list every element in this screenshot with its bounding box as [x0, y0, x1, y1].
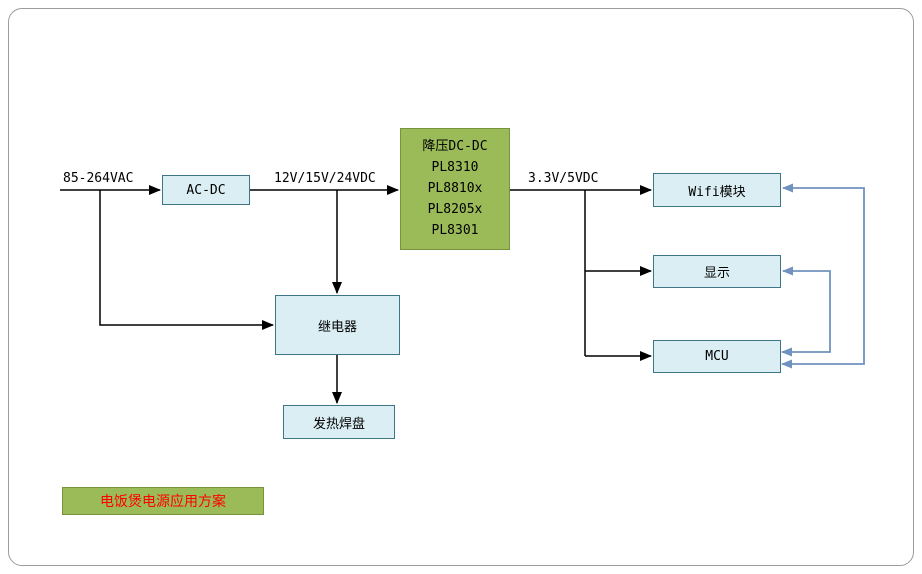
node-display-label: 显示	[703, 266, 730, 281]
connector-ac-to-relay	[99, 190, 274, 330]
node-wifi-label: Wifi模块	[688, 184, 746, 200]
node-relay: 继电器	[275, 295, 400, 355]
diagram-caption: 电饭煲电源应用方案	[62, 487, 264, 515]
node-dcdc-buck: 降压DC-DC PL8310 PL8810x PL8205x PL8301	[400, 128, 510, 250]
node-heating-pad: 发热焊盘	[283, 405, 395, 439]
node-dcdc-part: PL8205x	[427, 202, 483, 218]
label-input-voltage: 85-264VAC	[63, 171, 134, 186]
node-relay-label: 继电器	[317, 319, 357, 335]
diagram-caption-text: 电饭煲电源应用方案	[100, 494, 226, 510]
node-heating-pad-label: 发热焊盘	[312, 416, 365, 432]
label-acdc-output: 12V/15V/24VDC	[274, 171, 376, 186]
node-dcdc-part: PL8810x	[427, 181, 483, 197]
connector-mcu-wifi-feedback	[781, 183, 865, 369]
node-acdc-label: AC-DC	[186, 182, 226, 198]
node-mcu: MCU	[653, 340, 781, 373]
node-wifi-module: Wifi模块	[653, 173, 781, 207]
connector-mcu-display-feedback	[781, 266, 831, 357]
node-acdc: AC-DC	[162, 175, 250, 205]
node-mcu-label: MCU	[705, 349, 729, 364]
label-dcdc-output: 3.3V/5VDC	[528, 171, 599, 186]
node-dcdc-title: 降压DC-DC	[422, 139, 488, 154]
node-dcdc-part: PL8301	[431, 223, 479, 239]
node-dcdc-part: PL8310	[431, 160, 479, 176]
diagram-frame	[8, 8, 914, 566]
node-display: 显示	[653, 255, 781, 288]
